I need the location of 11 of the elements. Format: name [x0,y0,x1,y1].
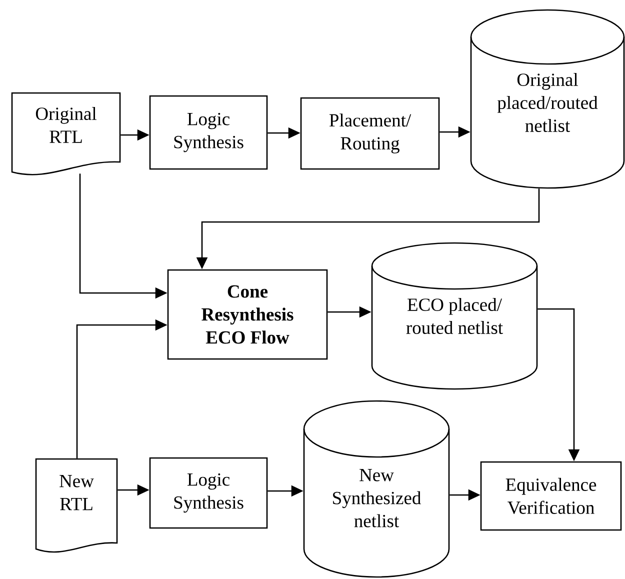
database-cylinder: New Synthesized netlist [303,400,450,578]
process-box: Placement/ Routing [300,97,440,170]
node-label: ECO placed/ routed netlist [406,298,503,334]
node-label: New Synthesized netlist [333,468,421,528]
process-box: Equivalence Verification [480,461,622,531]
database-cylinder: ECO placed/ routed netlist [371,242,538,390]
process-box: Cone Resynthesis ECO Flow [167,269,328,360]
process-box: Logic Synthesis [149,95,268,170]
database-cylinder: Original placed/routed netlist [470,9,625,189]
node-label: Original placed/routed netlist [497,72,598,132]
process-box: Logic Synthesis [149,457,268,529]
